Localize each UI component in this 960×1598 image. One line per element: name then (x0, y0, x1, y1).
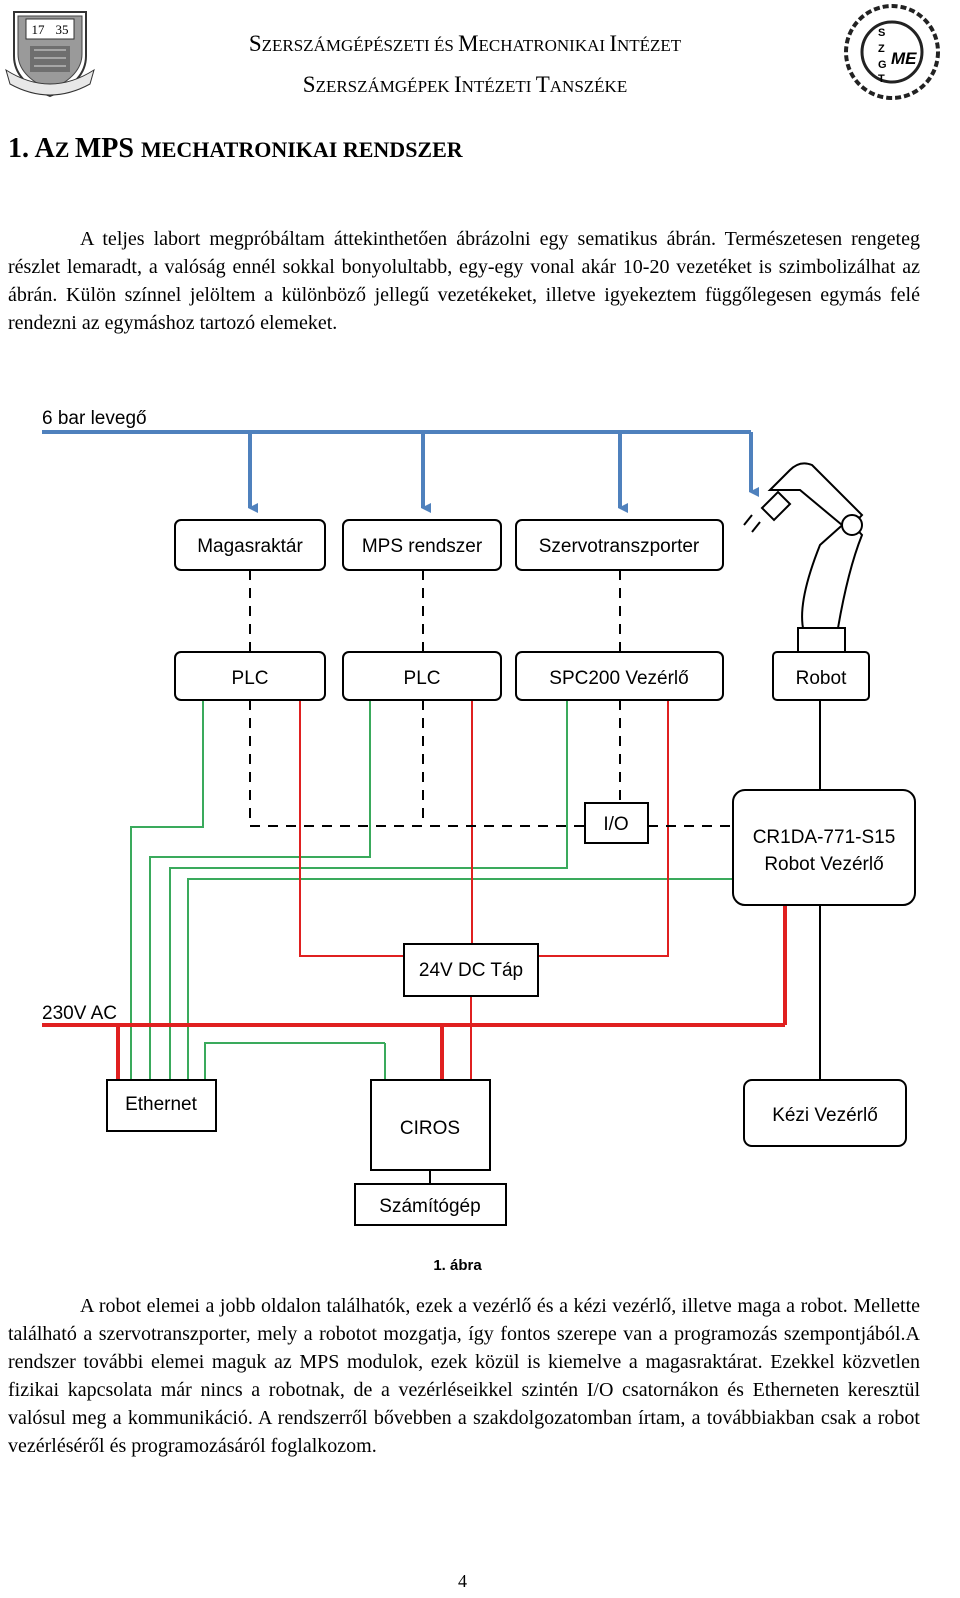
box-computer: Számítógép (354, 1183, 507, 1226)
svg-text:Magasraktár: Magasraktár (197, 536, 303, 557)
seal-year-right: 35 (56, 22, 69, 37)
seal-letter-t: T (878, 73, 885, 85)
svg-text:CR1DA-771-S15: CR1DA-771-S15 (753, 827, 896, 848)
svg-text:Ethernet: Ethernet (125, 1094, 198, 1115)
university-seal-icon: 17 35 (5, 11, 95, 98)
header-institute: SZERSZÁMGÉPÉSZETI ÉS MECHATRONIKAI INTÉZ… (248, 31, 682, 56)
box-plc-2: PLC (342, 651, 502, 701)
box-ethernet: Ethernet (106, 1079, 217, 1132)
svg-text:CIROS: CIROS (400, 1118, 460, 1139)
ethernet-lines (130, 700, 733, 1080)
svg-text:MPS rendszer: MPS rendszer (362, 536, 483, 557)
svg-text:I/O: I/O (603, 814, 628, 835)
box-robot: Robot (772, 651, 870, 701)
seal-letter-s: S (878, 27, 885, 39)
svg-text:24V DC Táp: 24V DC Táp (419, 960, 523, 981)
svg-text:Robot: Robot (796, 668, 847, 689)
svg-text:PLC: PLC (404, 668, 441, 689)
paragraph-robot: A robot elemei a jobb oldalon találhatók… (8, 1295, 920, 1457)
robot-arm-icon (743, 462, 864, 653)
box-mps-rendszer: MPS rendszer (342, 519, 502, 571)
figure-caption: 1. ábra (433, 1257, 482, 1274)
svg-text:Szervotranszporter: Szervotranszporter (539, 536, 700, 557)
svg-text:Kézi Vezérlő: Kézi Vezérlő (772, 1105, 878, 1126)
ac-mains-line (42, 905, 787, 1080)
seal-letter-z: Z (878, 43, 885, 55)
air-supply-lines (42, 430, 759, 513)
box-spc200: SPC200 Vezérlő (515, 651, 724, 701)
box-io: I/O (584, 802, 649, 844)
box-power-supply: 24V DC Táp (403, 943, 539, 997)
seal-letter-g: G (878, 59, 887, 71)
air-supply-label: 6 bar levegő (42, 408, 147, 429)
ac-label: 230V AC (42, 1003, 117, 1024)
box-teach-pendant: Kézi Vezérlő (743, 1079, 907, 1147)
svg-text:Robot Vezérlő: Robot Vezérlő (764, 854, 883, 875)
svg-text:PLC: PLC (232, 668, 269, 689)
box-ciros: CIROS (370, 1079, 491, 1171)
chapter-title: 1. AZ MPS MECHATRONIKAI RENDSZER (8, 133, 463, 164)
seal-year-left: 17 (32, 22, 46, 37)
box-szervotranszporter: Szervotranszporter (515, 519, 724, 571)
box-magasraktar: Magasraktár (174, 519, 326, 571)
system-diagram: 6 bar levegő 230V AC (42, 408, 916, 1226)
seal-me: ME (891, 49, 917, 68)
svg-text:Számítógép: Számítógép (379, 1196, 480, 1217)
header-department: SZERSZÁMGÉPEK INTÉZETI TANSZÉKE (302, 72, 628, 97)
svg-text:SPC200 Vezérlő: SPC200 Vezérlő (549, 668, 688, 689)
page-number: 4 (458, 1571, 467, 1591)
box-plc-1: PLC (174, 651, 326, 701)
box-robot-controller: CR1DA-771-S15 Robot Vezérlő (732, 789, 916, 906)
paragraph-intro: A teljes labort megpróbáltam áttekinthet… (8, 228, 920, 334)
signal-lines (249, 570, 733, 827)
department-seal-icon: S Z G T ME (844, 4, 940, 100)
